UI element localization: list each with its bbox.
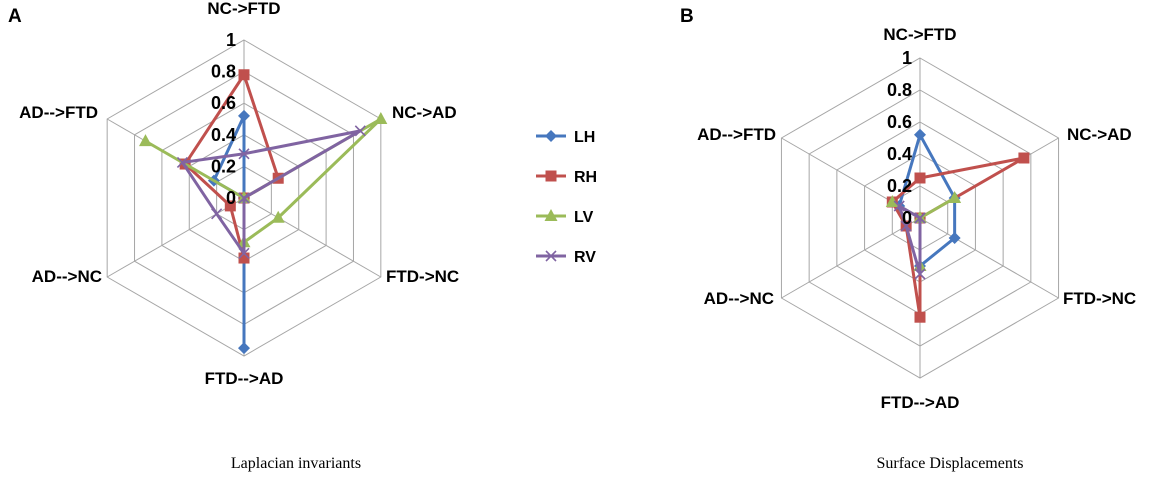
legend-label-rv: RV <box>574 249 596 266</box>
legend-label-lv: LV <box>574 209 594 226</box>
tick-labels: 0 0.2 0.4 0.6 0.8 1 <box>211 30 236 208</box>
data-point-lv <box>948 191 962 203</box>
axis-label-nc-ftd: NC->FTD <box>207 0 280 18</box>
data-point-rv <box>211 208 223 220</box>
tick-label: 0.2 <box>887 176 912 196</box>
tick-label: 0.8 <box>211 62 236 82</box>
axis-label-ftd-ad: FTD-->AD <box>881 393 960 412</box>
tick-label: 1 <box>226 30 236 50</box>
series-rv <box>893 200 926 280</box>
data-point-lh <box>238 109 250 122</box>
data-point-rv <box>914 268 926 280</box>
axis-label-ftd-ad: FTD-->AD <box>205 369 284 388</box>
axis-label-ad-nc: AD-->NC <box>704 289 774 308</box>
data-point-rv <box>238 148 250 160</box>
legend-label-rh: RH <box>574 169 597 186</box>
axis-label-nc-ad: NC->AD <box>1067 125 1132 144</box>
data-point-rh <box>238 69 250 81</box>
data-point-rv <box>176 156 188 169</box>
legend-marker-rv <box>545 250 557 262</box>
tick-label: 0.8 <box>887 80 912 100</box>
tick-label: 0.6 <box>887 112 912 132</box>
data-point-lv <box>885 195 899 207</box>
axis-label-ad-nc: AD-->NC <box>32 267 102 286</box>
axis-label-nc-ftd: NC->FTD <box>883 25 956 44</box>
radar-chart-a: A 0 0.2 0.4 0.6 0.8 1 NC->FTD NC->AD FTD->NC FTD--… <box>8 0 597 472</box>
data-point-rh <box>224 200 236 212</box>
data-point-rv <box>893 200 905 212</box>
data-point-rv <box>238 192 250 204</box>
grid-spoke <box>243 197 382 278</box>
data-point-lv <box>138 134 152 147</box>
grid-spoke <box>781 217 921 299</box>
data-point-lh <box>914 128 926 141</box>
legend-label-lh: LH <box>574 129 595 146</box>
panel-letter: B <box>680 6 694 27</box>
data-point-lh <box>948 232 961 244</box>
caption: Laplacian invariants <box>231 455 361 472</box>
legend-marker-rh <box>545 170 557 182</box>
grid-spoke <box>106 197 245 278</box>
caption: Surface Displacements <box>876 455 1023 472</box>
data-point-rh <box>914 311 926 323</box>
series-line-lh <box>212 114 246 350</box>
axis-label-ad-ftd: AD-->FTD <box>19 103 98 122</box>
tick-label: 0.2 <box>211 156 236 176</box>
tick-label: 0.4 <box>211 125 236 145</box>
tick-label: 0.4 <box>887 144 912 164</box>
tick-labels: 0 0.2 0.4 0.6 0.8 1 <box>887 48 912 228</box>
tick-label: 0 <box>226 188 236 208</box>
axis-label-ad-ftd: AD-->FTD <box>697 125 776 144</box>
legend-marker-lv <box>544 209 558 221</box>
data-point-rv <box>900 220 912 232</box>
data-point-lv <box>374 112 388 124</box>
axis-label-nc-ad: NC->AD <box>392 103 457 122</box>
tick-label: 0 <box>902 208 912 228</box>
data-point-rh <box>238 252 250 264</box>
legend: LH RH LV RV <box>536 129 597 266</box>
axis-label-ftd-nc: FTD->NC <box>1063 289 1136 308</box>
legend-marker-lh <box>545 130 557 142</box>
axis-label-ftd-nc: FTD->NC <box>386 267 459 286</box>
data-point-rh <box>914 172 926 184</box>
series-rv <box>176 125 366 259</box>
data-point-rv <box>914 212 926 224</box>
data-point-rv <box>238 247 250 259</box>
data-point-lh <box>238 342 250 355</box>
data-point-rv <box>354 125 366 137</box>
panel-letter: A <box>8 6 22 27</box>
radar-chart-b: B 0 0.2 0.4 0.6 0.8 1 NC->FTD NC->AD FTD->NC FTD--… <box>680 6 1136 472</box>
grid-spoke <box>919 217 1059 299</box>
data-point-rh <box>1018 152 1030 164</box>
tick-label: 1 <box>902 48 912 68</box>
data-point-lv <box>271 210 285 223</box>
tick-label: 0.6 <box>211 93 236 113</box>
